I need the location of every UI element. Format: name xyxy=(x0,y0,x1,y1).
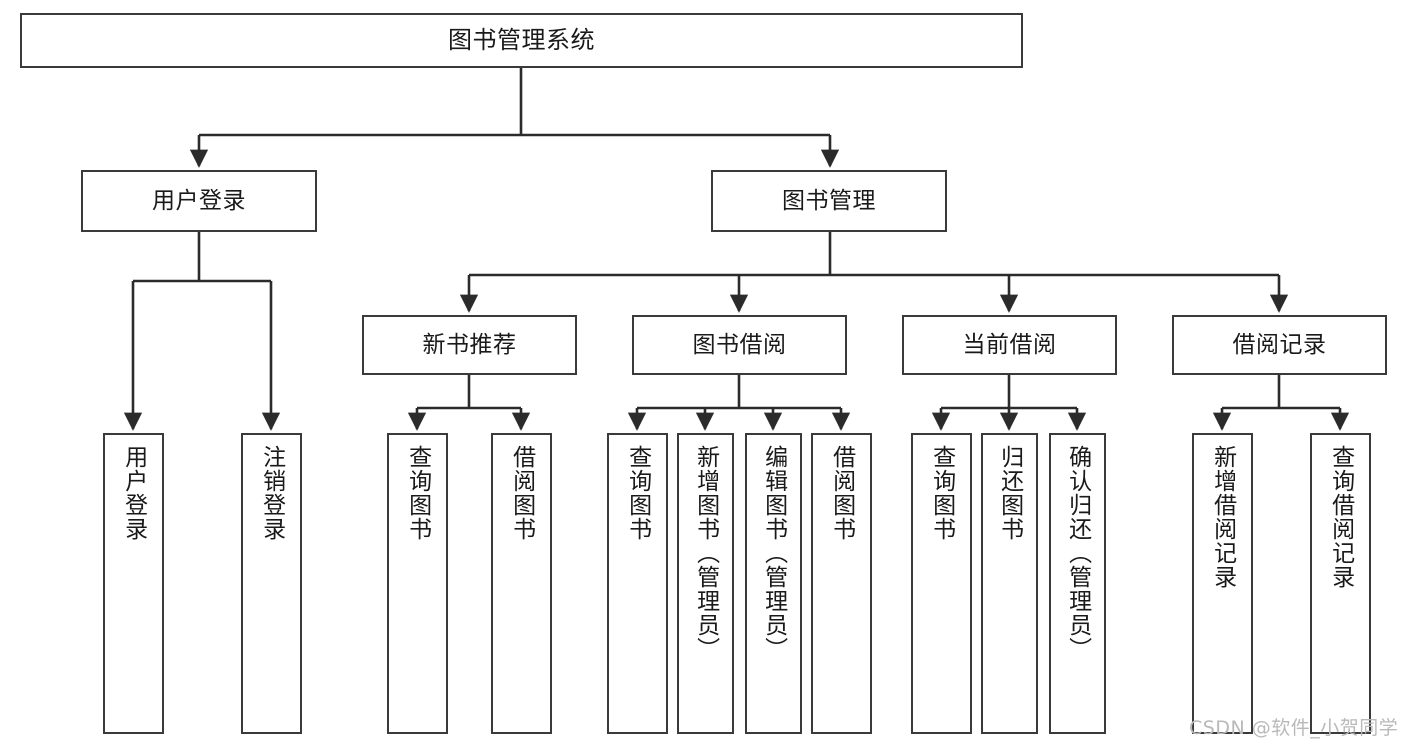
leaf-label: 编辑图书（管理员） xyxy=(760,445,787,661)
leaf-label: 新增借阅记录 xyxy=(1209,445,1236,589)
leaf-add-book-admin[interactable]: 新增图书（管理员） xyxy=(677,433,734,734)
leaf-logout[interactable]: 注销登录 xyxy=(241,433,302,734)
leaf-label: 查询图书 xyxy=(928,445,955,541)
leaf-borrow-book-recommend[interactable]: 借阅图书 xyxy=(491,433,552,734)
node-label: 图书借阅 xyxy=(692,331,787,358)
node-label: 新书推荐 xyxy=(422,331,517,358)
leaf-label: 查询图书 xyxy=(624,445,651,541)
leaf-confirm-return-admin[interactable]: 确认归还（管理员） xyxy=(1049,433,1106,734)
node-label: 图书管理 xyxy=(782,187,876,214)
leaf-label: 归还图书 xyxy=(996,445,1023,541)
leaf-label: 注销登录 xyxy=(258,445,285,541)
leaf-user-login[interactable]: 用户登录 xyxy=(103,433,164,734)
node-borrow-records[interactable]: 借阅记录 xyxy=(1172,315,1387,375)
leaf-label: 查询图书 xyxy=(404,445,431,541)
node-new-book-recommend[interactable]: 新书推荐 xyxy=(362,315,577,375)
leaf-label: 用户登录 xyxy=(120,445,147,541)
leaf-label: 新增图书（管理员） xyxy=(692,445,719,661)
leaf-label: 借阅图书 xyxy=(508,445,535,541)
node-user-login[interactable]: 用户登录 xyxy=(81,170,317,232)
leaf-query-borrow-record[interactable]: 查询借阅记录 xyxy=(1310,433,1371,734)
node-current-borrow[interactable]: 当前借阅 xyxy=(902,315,1117,375)
leaf-label: 确认归还（管理员） xyxy=(1064,445,1091,661)
leaf-add-borrow-record[interactable]: 新增借阅记录 xyxy=(1192,433,1253,734)
leaf-query-book-borrow[interactable]: 查询图书 xyxy=(607,433,668,734)
node-root-system[interactable]: 图书管理系统 xyxy=(20,13,1023,68)
node-label: 借阅记录 xyxy=(1232,331,1327,358)
leaf-query-book-current[interactable]: 查询图书 xyxy=(911,433,972,734)
leaf-query-book-recommend[interactable]: 查询图书 xyxy=(387,433,448,734)
watermark-credit: CSDN @软件_小贺同学 xyxy=(1189,717,1399,739)
node-label: 用户登录 xyxy=(152,187,246,214)
node-label: 图书管理系统 xyxy=(448,25,595,54)
node-book-management[interactable]: 图书管理 xyxy=(711,170,947,232)
leaf-borrow-book[interactable]: 借阅图书 xyxy=(811,433,872,734)
leaf-edit-book-admin[interactable]: 编辑图书（管理员） xyxy=(745,433,802,734)
leaf-label: 查询借阅记录 xyxy=(1327,445,1354,589)
node-book-borrow[interactable]: 图书借阅 xyxy=(632,315,847,375)
leaf-label: 借阅图书 xyxy=(828,445,855,541)
node-label: 当前借阅 xyxy=(962,331,1057,358)
leaf-return-book[interactable]: 归还图书 xyxy=(981,433,1038,734)
